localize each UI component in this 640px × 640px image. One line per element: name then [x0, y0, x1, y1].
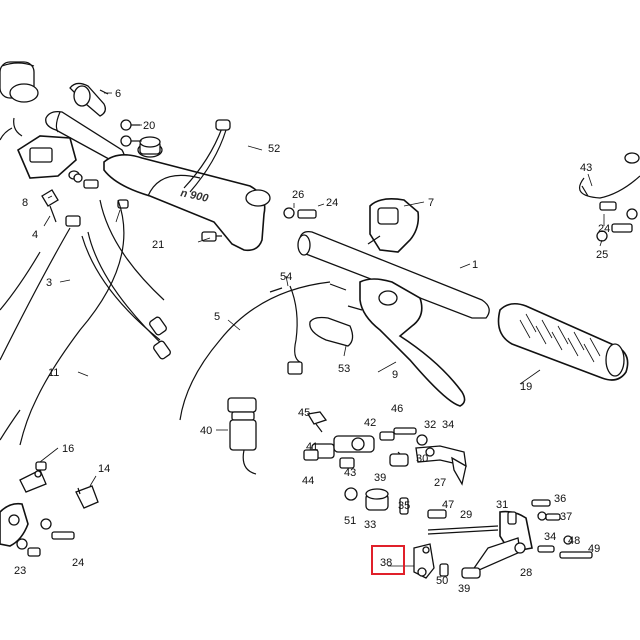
washer-51	[344, 487, 358, 501]
callout-23: 23	[14, 565, 26, 577]
spring-part-39	[389, 451, 409, 467]
callout-4: 4	[32, 229, 38, 241]
bracket-part-23	[0, 502, 29, 550]
cable-connector	[41, 189, 81, 227]
callout-1: 1	[472, 259, 478, 271]
callout-46: 46	[391, 403, 403, 415]
callout-21: 21	[152, 239, 164, 251]
callout-14: 14	[98, 463, 110, 475]
callout-48: 48	[568, 535, 580, 547]
callout-11: 11	[48, 367, 59, 379]
svg-text:n 900: n 900	[179, 187, 210, 205]
callout-32: 32	[424, 419, 436, 431]
leader-lines	[39, 92, 605, 567]
clutch-lever-part-6	[69, 82, 109, 117]
grip-part-19	[497, 302, 629, 381]
callout-16: 16	[62, 443, 74, 455]
bolt-21	[201, 231, 222, 242]
callout-6: 6	[115, 88, 121, 100]
footrest-bracket-16	[19, 461, 47, 493]
top-yoke-part-52: n 900	[103, 136, 271, 252]
callout-53: 53	[338, 363, 350, 375]
callout-35: 35	[398, 500, 410, 512]
callout-51: 51	[344, 515, 356, 527]
callout-29: 29	[460, 509, 472, 521]
bolt-35	[399, 497, 409, 515]
callout-40: 40	[200, 425, 212, 437]
callout-31: 31	[496, 499, 508, 511]
callout-33: 33	[364, 519, 376, 531]
highlight-box[interactable]	[371, 545, 405, 575]
callout-25: 25	[596, 249, 608, 261]
callout-24c: 24	[72, 557, 84, 569]
callout-41: 41	[306, 441, 318, 453]
callout-24b: 24	[598, 223, 610, 235]
callout-47: 47	[442, 499, 454, 511]
cable-11	[19, 199, 125, 446]
callout-labels: 6 20 52 8 26 24 7 43 4 21 24 25 1 3 54 5…	[14, 88, 610, 595]
brake-lever-part-9	[347, 278, 466, 407]
callout-43: 43	[580, 162, 592, 174]
link-part-38	[413, 543, 435, 579]
left-grip-assembly	[0, 61, 39, 103]
callout-44: 44	[302, 475, 314, 487]
left-switch-housing-part-8	[0, 117, 80, 180]
clip-part-14	[75, 485, 99, 509]
callout-37: 37	[560, 511, 572, 523]
cable-5	[179, 281, 331, 421]
rod-29	[427, 525, 499, 531]
callout-20: 20	[143, 120, 155, 132]
callout-19: 19	[520, 381, 532, 393]
brake-master-cylinder-part-7	[367, 198, 420, 253]
callout-34: 34	[442, 419, 454, 431]
callout-34b: 34	[544, 531, 556, 543]
callout-5: 5	[214, 311, 220, 323]
callout-7: 7	[428, 197, 434, 209]
callout-52: 52	[268, 143, 280, 155]
callout-8: 8	[22, 197, 28, 209]
callout-39: 39	[374, 472, 386, 484]
callout-38[interactable]: 38	[380, 557, 392, 569]
callout-54: 54	[280, 271, 292, 283]
callout-24: 24	[326, 197, 338, 209]
callout-27: 27	[434, 477, 446, 489]
callout-30: 30	[416, 453, 428, 465]
callout-26: 26	[292, 189, 304, 201]
bolt-24-lower	[51, 531, 75, 540]
handlebar-part-1	[297, 230, 490, 319]
cable-3	[0, 227, 71, 361]
callout-36: 36	[554, 493, 566, 505]
part-20-bolt	[120, 119, 140, 147]
bolt-50	[439, 563, 449, 577]
callout-39b: 39	[458, 583, 470, 595]
cable-43	[579, 175, 640, 199]
speedo-cable-52	[183, 119, 231, 193]
bolt-47	[427, 509, 447, 519]
brake-pedal-part-30	[415, 434, 467, 486]
washer-26-bolt-24	[283, 207, 317, 219]
callout-49: 49	[588, 543, 600, 555]
highlighted-callout-38[interactable]: 38	[371, 545, 405, 575]
wire-54	[289, 285, 301, 363]
callout-43b: 43	[344, 467, 356, 479]
switch-cover-part-53	[309, 316, 354, 347]
callout-50: 50	[436, 575, 448, 587]
callout-3: 3	[46, 277, 52, 289]
callout-45: 45	[298, 407, 310, 419]
callout-28: 28	[520, 567, 532, 579]
reservoir-part-40	[227, 397, 257, 475]
rear-master-cylinder-group	[303, 411, 417, 469]
callout-42: 42	[364, 417, 376, 429]
callout-9: 9	[392, 369, 398, 381]
